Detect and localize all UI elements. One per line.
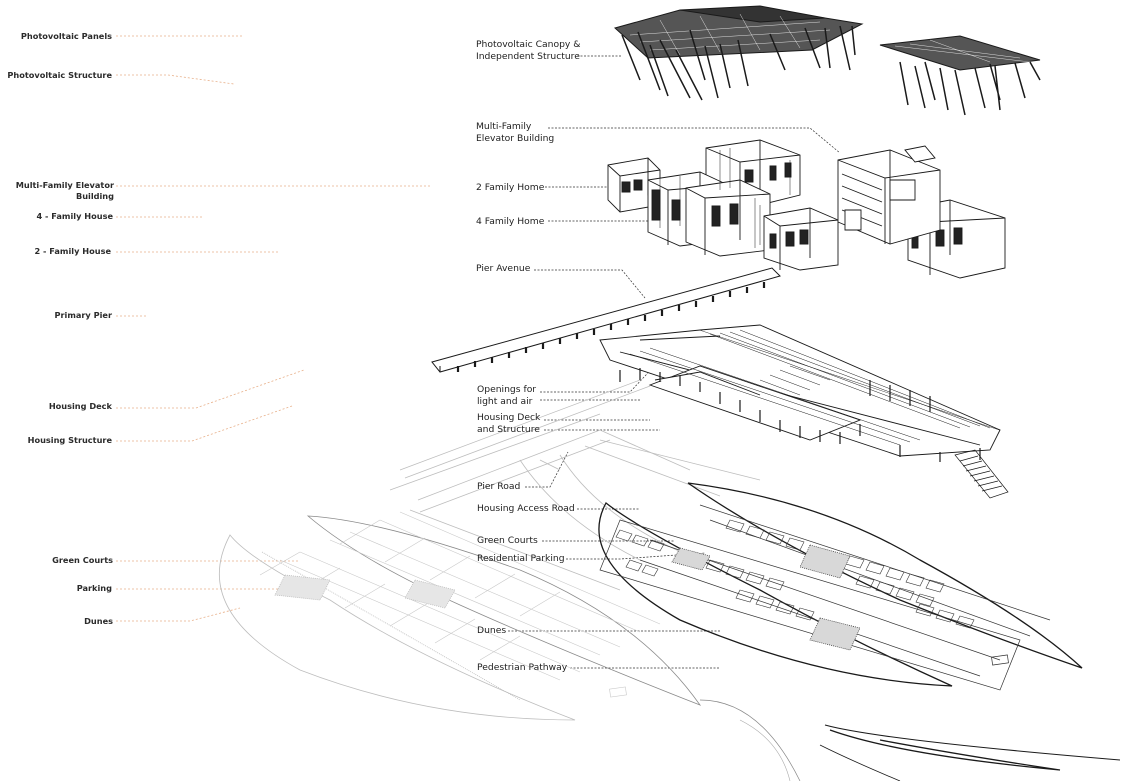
label-line: and Structure — [477, 423, 540, 435]
label-green-courts-right: Green Courts — [477, 535, 538, 546]
pier-avenue — [431, 267, 781, 373]
label-dunes-left: Dunes — [84, 616, 113, 626]
label-4-family-house: 4 - Family House — [36, 211, 114, 221]
label-line: Photovoltaic Canopy & — [476, 39, 581, 50]
pv-canopies — [613, 5, 1041, 116]
ghost-site-plan — [218, 379, 761, 721]
dunes-dark — [598, 482, 1121, 781]
label-2-family-home: 2 Family Home — [476, 182, 545, 193]
label-pedestrian-pathway: Pedestrian Pathway — [477, 662, 568, 673]
label-line: Independent Structure — [476, 50, 580, 62]
label-line: Openings for — [477, 384, 537, 395]
label-line: light and air — [477, 395, 533, 407]
label-dunes-right: Dunes — [477, 625, 507, 636]
label-housing-structure: Housing Structure — [27, 435, 112, 445]
label-2-family-house: 2 - Family House — [34, 246, 112, 256]
courts-parking — [599, 504, 1051, 781]
label-line: Multi-Family — [476, 121, 532, 132]
label-housing-deck: Housing Deck — [48, 401, 112, 411]
label-4-family-home: 4 Family Home — [476, 216, 545, 227]
label-multi-family-elevator-building: Multi-Family Elevator Building — [0, 180, 114, 202]
label-green-courts: Green Courts — [52, 555, 113, 565]
label-photovoltaic-structure: Photovoltaic Structure — [7, 70, 112, 80]
left-leader-lines — [116, 35, 432, 622]
label-housing-deck-structure: Housing Deck and Structure — [477, 412, 540, 435]
label-primary-pier: Primary Pier — [54, 310, 112, 320]
houses — [607, 139, 1006, 279]
label-line: Housing Deck — [477, 412, 541, 423]
label-pier-road: Pier Road — [477, 481, 521, 492]
label-pier-avenue: Pier Avenue — [476, 263, 531, 274]
label-line: Building — [75, 191, 114, 201]
label-multi-family-elevator: Multi-Family Elevator Building — [476, 121, 554, 144]
label-residential-parking: Residential Parking — [477, 553, 565, 564]
housing-deck — [599, 324, 1009, 499]
label-pv-canopy: Photovoltaic Canopy & Independent Struct… — [476, 39, 580, 62]
label-line: Elevator Building — [476, 132, 555, 144]
label-parking: Parking — [76, 583, 112, 593]
label-photovoltaic-panels: Photovoltaic Panels — [20, 31, 112, 41]
label-housing-access-road: Housing Access Road — [477, 503, 575, 514]
label-openings: Openings for light and air — [477, 384, 536, 407]
label-line: Multi-Family Elevator — [15, 180, 114, 190]
